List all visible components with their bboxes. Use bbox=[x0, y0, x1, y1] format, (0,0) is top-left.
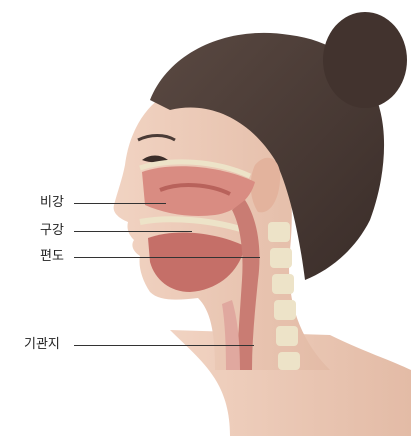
label-oral-cavity: 구강 bbox=[40, 224, 64, 237]
leader-tonsil bbox=[74, 257, 260, 258]
label-trachea: 기관지 bbox=[24, 338, 60, 351]
label-tonsil: 편도 bbox=[40, 250, 64, 263]
hair-bun bbox=[323, 12, 407, 108]
leader-nasal-cavity bbox=[74, 203, 166, 204]
label-nasal-cavity: 비강 bbox=[40, 196, 64, 209]
leader-oral-cavity bbox=[74, 231, 192, 232]
leader-trachea bbox=[74, 345, 254, 346]
